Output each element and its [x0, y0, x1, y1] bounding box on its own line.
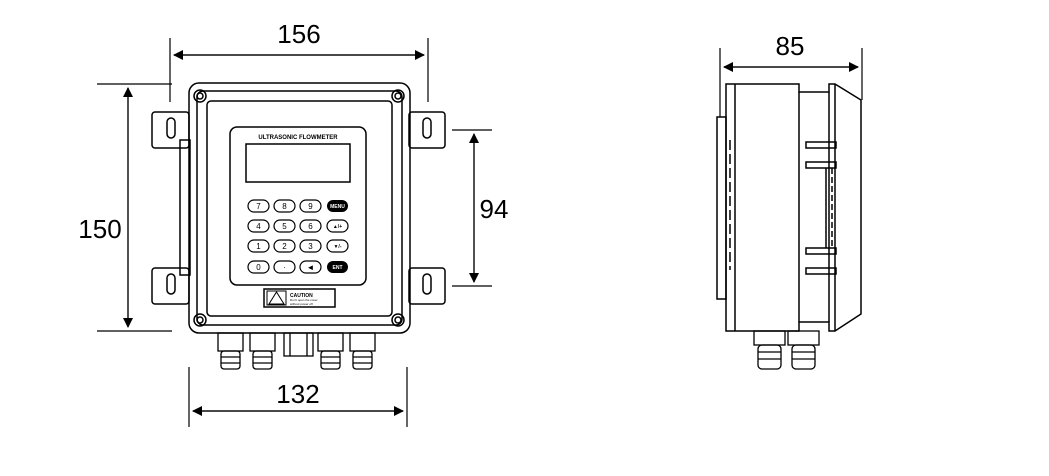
dimension-156	[169, 38, 429, 102]
svg-text:7: 7	[256, 202, 261, 211]
front-view	[151, 82, 446, 334]
key-3[interactable]: 3	[299, 239, 322, 253]
svg-text:9: 9	[308, 202, 313, 211]
svg-text:without power off: without power off	[290, 302, 313, 306]
svg-text:▼/-: ▼/-	[333, 244, 341, 250]
key-down-minus[interactable]: ▼/-	[326, 239, 349, 253]
lcd-display	[245, 143, 351, 183]
key-7[interactable]: 7	[247, 199, 270, 213]
dim-label-85: 85	[776, 31, 805, 61]
key-menu[interactable]: MENU	[327, 200, 348, 212]
svg-text:·: ·	[283, 263, 286, 272]
dim-label-150: 150	[78, 214, 121, 244]
svg-text:Don't open the cover: Don't open the cover	[290, 298, 318, 302]
dimension-132	[188, 367, 408, 427]
svg-text:4: 4	[256, 222, 261, 231]
dim-label-94: 94	[480, 194, 509, 224]
svg-text:ENT: ENT	[333, 265, 343, 271]
svg-text:▲/+: ▲/+	[333, 224, 342, 230]
key-0[interactable]: 0	[247, 260, 270, 274]
svg-text:6: 6	[308, 222, 313, 231]
keypad: 7 8 9 MENU 4 5 6 ▲/+ 1 2 3 ▼/- 0 · ◄ ENT	[247, 199, 349, 274]
key-5[interactable]: 5	[273, 219, 296, 233]
mounting-tab-top-right	[408, 111, 446, 149]
keypad-panel	[229, 126, 367, 286]
panel-title: ULTRASONIC FLOWMETER	[258, 135, 338, 141]
key-8[interactable]: 8	[273, 199, 296, 213]
svg-text:MENU: MENU	[330, 204, 345, 210]
key-back[interactable]: ◄	[299, 260, 322, 274]
key-6[interactable]: 6	[299, 219, 322, 233]
svg-text:CAUTION: CAUTION	[290, 293, 313, 299]
dimension-150	[97, 83, 172, 332]
key-9[interactable]: 9	[299, 199, 322, 213]
corner-screws	[193, 89, 405, 327]
svg-text:3: 3	[308, 242, 313, 251]
key-2[interactable]: 2	[273, 239, 296, 253]
dimension-85	[719, 48, 863, 117]
svg-text:8: 8	[282, 202, 287, 211]
cable-glands-side	[753, 330, 820, 370]
key-dot[interactable]: ·	[273, 260, 296, 274]
key-enter[interactable]: ENT	[327, 261, 348, 273]
svg-text:2: 2	[282, 242, 287, 251]
key-1[interactable]: 1	[247, 239, 270, 253]
dim-label-132: 132	[276, 379, 319, 409]
dim-label-156: 156	[277, 19, 320, 49]
svg-text:1: 1	[256, 242, 261, 251]
cable-glands-front	[217, 332, 376, 370]
mounting-tab-bottom-left	[151, 267, 190, 305]
svg-text:5: 5	[282, 222, 287, 231]
dimension-94	[452, 129, 492, 287]
mounting-tab-top-left	[151, 111, 190, 149]
svg-text:◄: ◄	[307, 263, 315, 272]
key-4[interactable]: 4	[247, 219, 270, 233]
warning-triangle-icon	[268, 291, 285, 305]
caution-label: CAUTION Don't open the cover without pow…	[263, 288, 336, 308]
svg-text:0: 0	[256, 263, 261, 272]
side-view	[716, 83, 862, 332]
key-up-plus[interactable]: ▲/+	[326, 219, 349, 233]
mounting-tab-bottom-right	[408, 267, 446, 305]
